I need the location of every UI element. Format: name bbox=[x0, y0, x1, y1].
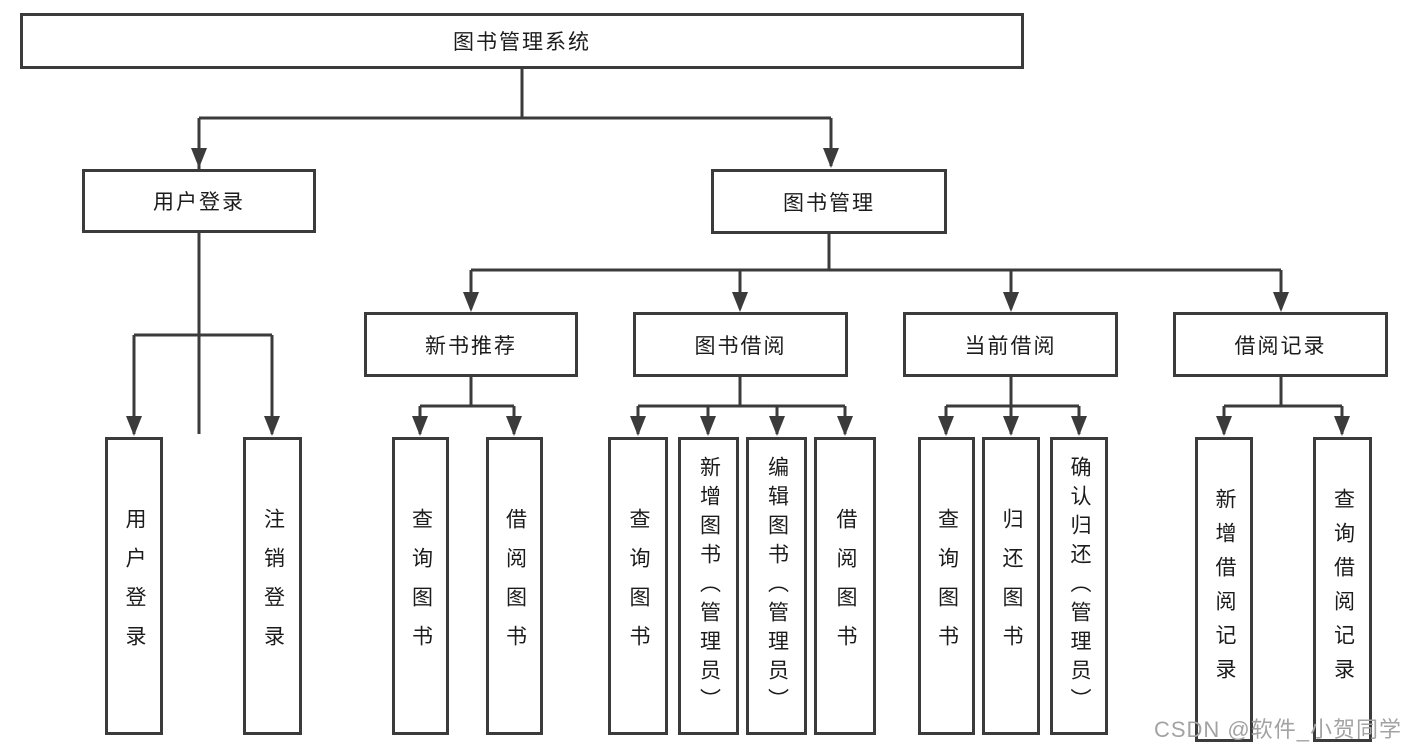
arrowhead bbox=[1003, 416, 1019, 436]
connector-paths bbox=[132, 69, 1344, 434]
leaf-borrow-edit-books-admin: 编辑图书（管理员） bbox=[746, 437, 807, 735]
leaf-recommend-borrow-books: 借阅图书 bbox=[486, 437, 543, 735]
leaf-current-return-books: 归还图书 bbox=[982, 437, 1040, 735]
connector-borrow-to-leaves bbox=[636, 377, 847, 434]
arrowhead bbox=[700, 416, 716, 436]
connector-recommend-to-leaves bbox=[418, 377, 516, 434]
arrowhead bbox=[823, 148, 839, 168]
leaf-borrow-query-books: 查询图书 bbox=[608, 437, 668, 735]
leaf-logout: 注销登录 bbox=[243, 437, 302, 735]
arrowhead bbox=[264, 416, 280, 436]
node-new-book-recommend: 新书推荐 bbox=[364, 312, 578, 377]
arrowhead bbox=[630, 416, 646, 436]
arrowhead bbox=[506, 416, 522, 436]
connector-root-to-level2 bbox=[197, 69, 833, 434]
arrowhead bbox=[837, 416, 853, 436]
node-borrow-record: 借阅记录 bbox=[1173, 312, 1388, 377]
csdn-watermark: CSDN @软件_小贺同学 bbox=[1153, 717, 1402, 742]
leaf-current-query-books: 查询图书 bbox=[918, 437, 975, 735]
leaf-user-login: 用户登录 bbox=[105, 437, 163, 735]
arrowhead bbox=[1273, 292, 1289, 312]
arrowhead bbox=[1003, 292, 1019, 312]
leaf-record-query-borrow: 查询借阅记录 bbox=[1313, 437, 1372, 742]
arrowhead bbox=[1334, 416, 1350, 436]
node-book-management: 图书管理 bbox=[711, 169, 947, 234]
arrowhead bbox=[938, 416, 954, 436]
node-user-login: 用户登录 bbox=[82, 169, 316, 233]
connector-userlogin-to-leaves bbox=[132, 233, 274, 434]
node-current-borrow: 当前借阅 bbox=[903, 312, 1118, 377]
arrowhead bbox=[126, 416, 142, 436]
node-book-borrow: 图书借阅 bbox=[633, 312, 848, 377]
connector-bookmgmt-to-level3 bbox=[469, 234, 1283, 309]
arrowhead bbox=[412, 416, 428, 436]
arrowhead bbox=[1216, 416, 1232, 436]
arrowhead bbox=[463, 292, 479, 312]
node-root-library-system: 图书管理系统 bbox=[20, 13, 1024, 69]
leaf-record-add-borrow: 新增借阅记录 bbox=[1195, 437, 1253, 742]
arrowhead bbox=[191, 148, 207, 168]
connector-record-to-leaves bbox=[1222, 377, 1344, 434]
leaf-borrow-borrow-books: 借阅图书 bbox=[814, 437, 876, 735]
leaf-recommend-query-books: 查询图书 bbox=[392, 437, 449, 735]
leaf-borrow-add-books-admin: 新增图书（管理员） bbox=[678, 437, 739, 735]
arrowhead bbox=[732, 292, 748, 312]
arrowhead bbox=[1071, 416, 1087, 436]
arrowhead bbox=[769, 416, 785, 436]
leaf-current-confirm-return-admin: 确认归还（管理员） bbox=[1050, 437, 1108, 735]
arrowheads bbox=[126, 148, 1350, 436]
